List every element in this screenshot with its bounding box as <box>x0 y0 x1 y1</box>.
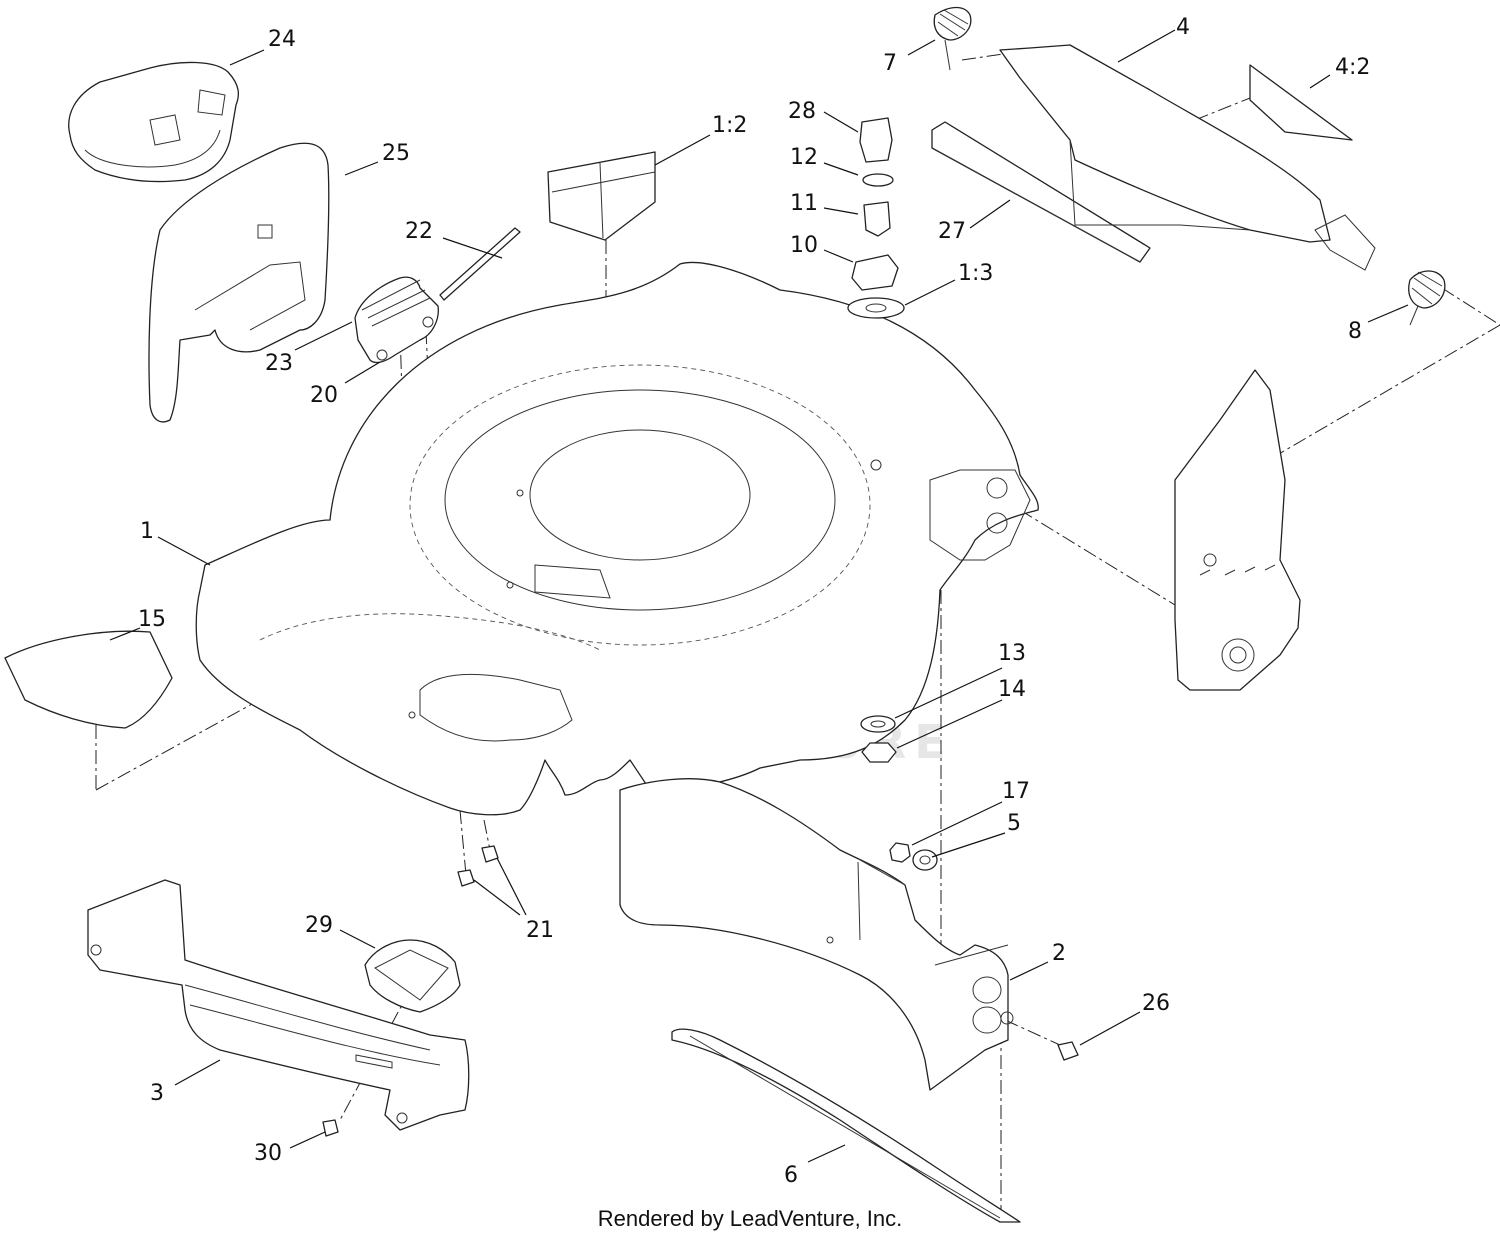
callout-11: 11 <box>790 191 818 216</box>
part-15-decal <box>4 630 173 729</box>
part-20-23-latch <box>354 227 521 364</box>
part-4-rear-door <box>999 44 1376 271</box>
part-27-bar <box>931 121 1151 263</box>
callout-3: 3 <box>150 1081 164 1106</box>
callout-22: 22 <box>405 219 433 244</box>
callout-5: 5 <box>1007 811 1021 836</box>
part-height-adjust-stack <box>847 117 905 319</box>
part-29-plug <box>364 939 461 1013</box>
part-2-chute-bracket <box>619 778 1014 1091</box>
part-8-spring <box>1408 270 1446 326</box>
callout-6: 6 <box>784 1163 798 1188</box>
part-rear-bracket <box>1174 369 1301 691</box>
part-6-skirt <box>671 1028 1021 1223</box>
callout-labels: 24 25 22 23 20 1:2 28 12 11 10 1:3 27 4 … <box>138 15 1370 1188</box>
part-3-front-baffle <box>87 879 470 1131</box>
callout-17: 17 <box>1002 779 1030 804</box>
part-4-2-decal <box>1249 64 1353 141</box>
callout-7: 7 <box>883 51 897 76</box>
callout-23: 23 <box>265 351 293 376</box>
part-1-mower-deck <box>195 261 1039 816</box>
part-14-nut <box>861 742 897 763</box>
part-1-2-decal <box>547 151 656 241</box>
callout-28: 28 <box>788 99 816 124</box>
part-26-screw <box>1057 1041 1079 1061</box>
callout-13: 13 <box>998 641 1026 666</box>
part-30-screw <box>322 1119 339 1137</box>
callout-29: 29 <box>305 913 333 938</box>
callout-8: 8 <box>1348 319 1362 344</box>
callout-2: 2 <box>1052 941 1066 966</box>
callout-25: 25 <box>382 141 410 166</box>
part-21-bolts <box>457 845 499 887</box>
callout-21: 21 <box>526 918 554 943</box>
callout-27: 27 <box>938 219 966 244</box>
part-7-spring <box>933 6 972 71</box>
callout-26: 26 <box>1142 991 1170 1016</box>
callout-1-2: 1:2 <box>712 113 747 138</box>
part-13-washer <box>860 715 896 733</box>
callout-20: 20 <box>310 383 338 408</box>
footer-credit: Rendered by LeadVenture, Inc. <box>597 1206 903 1231</box>
part-25-deflector <box>148 142 330 423</box>
callout-1: 1 <box>140 519 154 544</box>
callout-15: 15 <box>138 607 166 632</box>
part-5-bushing <box>912 849 938 871</box>
callout-1-3: 1:3 <box>958 261 993 286</box>
callout-30: 30 <box>254 1141 282 1166</box>
part-24-cover <box>68 61 240 183</box>
callout-12: 12 <box>790 145 818 170</box>
callout-10: 10 <box>790 233 818 258</box>
callout-4-2: 4:2 <box>1335 55 1370 80</box>
callout-14: 14 <box>998 677 1026 702</box>
callout-4: 4 <box>1176 15 1190 40</box>
leader-lines <box>109 29 1409 1163</box>
callout-24: 24 <box>268 27 296 52</box>
part-17-nut <box>889 842 911 863</box>
